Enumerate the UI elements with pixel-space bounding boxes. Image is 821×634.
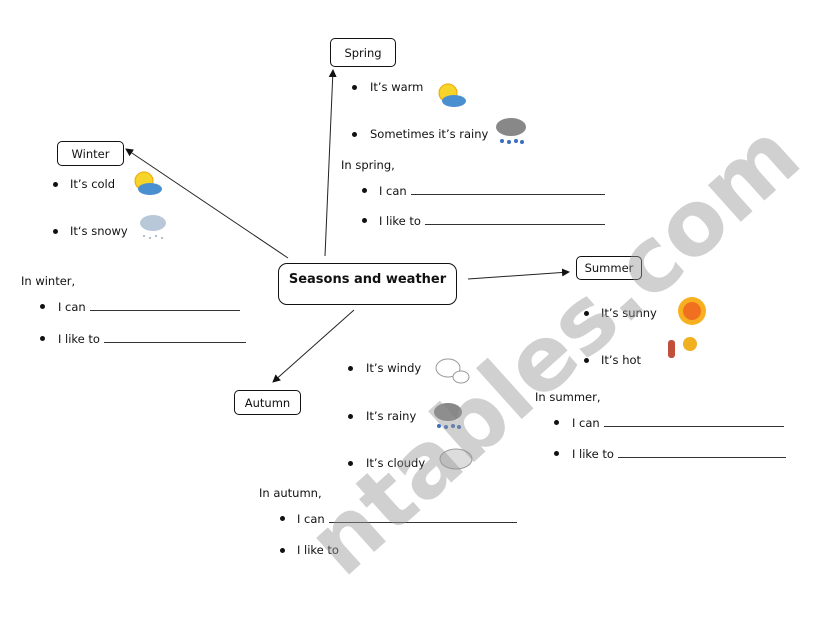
autumn-item: It’s rainy <box>366 409 417 423</box>
summer-item: It’s hot <box>601 353 642 367</box>
summer-item: It’s sunny <box>601 306 657 320</box>
winter-label: Winter <box>71 146 110 161</box>
sun-cloud-icon <box>134 171 162 195</box>
rain-cloud-icon <box>496 118 526 144</box>
arrow-to-spring <box>324 69 337 257</box>
sun-icon <box>678 297 706 325</box>
cloud-icon <box>439 448 473 470</box>
winter-item: It’s cold <box>70 177 116 191</box>
spring-prompt-like: I like to <box>379 212 605 229</box>
winter-box: Winter <box>57 141 124 166</box>
winter-item: It‘s snowy <box>70 224 128 238</box>
central-topic-box: Seasons and weather <box>278 263 457 305</box>
spring-prompt-can: I can <box>379 182 605 199</box>
arrow-to-winter <box>125 148 289 259</box>
answer-blank[interactable] <box>424 212 605 225</box>
central-topic: Seasons and weather <box>288 272 447 287</box>
answer-blank[interactable] <box>603 414 784 427</box>
wind-cloud-icon <box>435 358 470 384</box>
winter-prompt-can: I can <box>58 298 240 315</box>
winter-prompt-like: I like to <box>58 330 246 347</box>
autumn-label: Autumn <box>244 395 291 410</box>
answer-blank[interactable] <box>328 510 517 523</box>
arrow-to-summer <box>467 268 570 280</box>
summer-prompt-can: I can <box>572 414 784 431</box>
answer-blank[interactable] <box>410 182 605 195</box>
snow-cloud-icon <box>140 215 166 239</box>
summer-label: Summer <box>584 261 634 275</box>
autumn-intro: In autumn, <box>259 486 322 500</box>
autumn-prompt-like: I like to <box>297 543 339 557</box>
autumn-prompt-can: I can <box>297 510 517 527</box>
answer-blank[interactable] <box>103 330 246 343</box>
autumn-item: It’s cloudy <box>366 456 426 470</box>
rain-cloud-icon <box>434 403 462 429</box>
spring-item: Sometimes it’s rainy <box>370 127 489 141</box>
summer-intro: In summer, <box>535 390 601 404</box>
spring-label: Spring <box>344 45 382 60</box>
answer-blank[interactable] <box>617 445 786 458</box>
ice-lolly-sun-icon <box>668 337 697 358</box>
autumn-item: It’s windy <box>366 361 422 375</box>
winter-intro: In winter, <box>21 274 76 288</box>
summer-box: Summer <box>576 256 642 280</box>
arrow-to-autumn <box>272 309 355 383</box>
autumn-box: Autumn <box>234 390 301 415</box>
spring-intro: In spring, <box>341 158 395 172</box>
summer-prompt-like: I like to <box>572 445 786 462</box>
spring-box: Spring <box>330 38 396 67</box>
answer-blank[interactable] <box>89 298 240 311</box>
spring-item: It’s warm <box>370 80 424 94</box>
sun-cloud-icon <box>438 83 466 107</box>
